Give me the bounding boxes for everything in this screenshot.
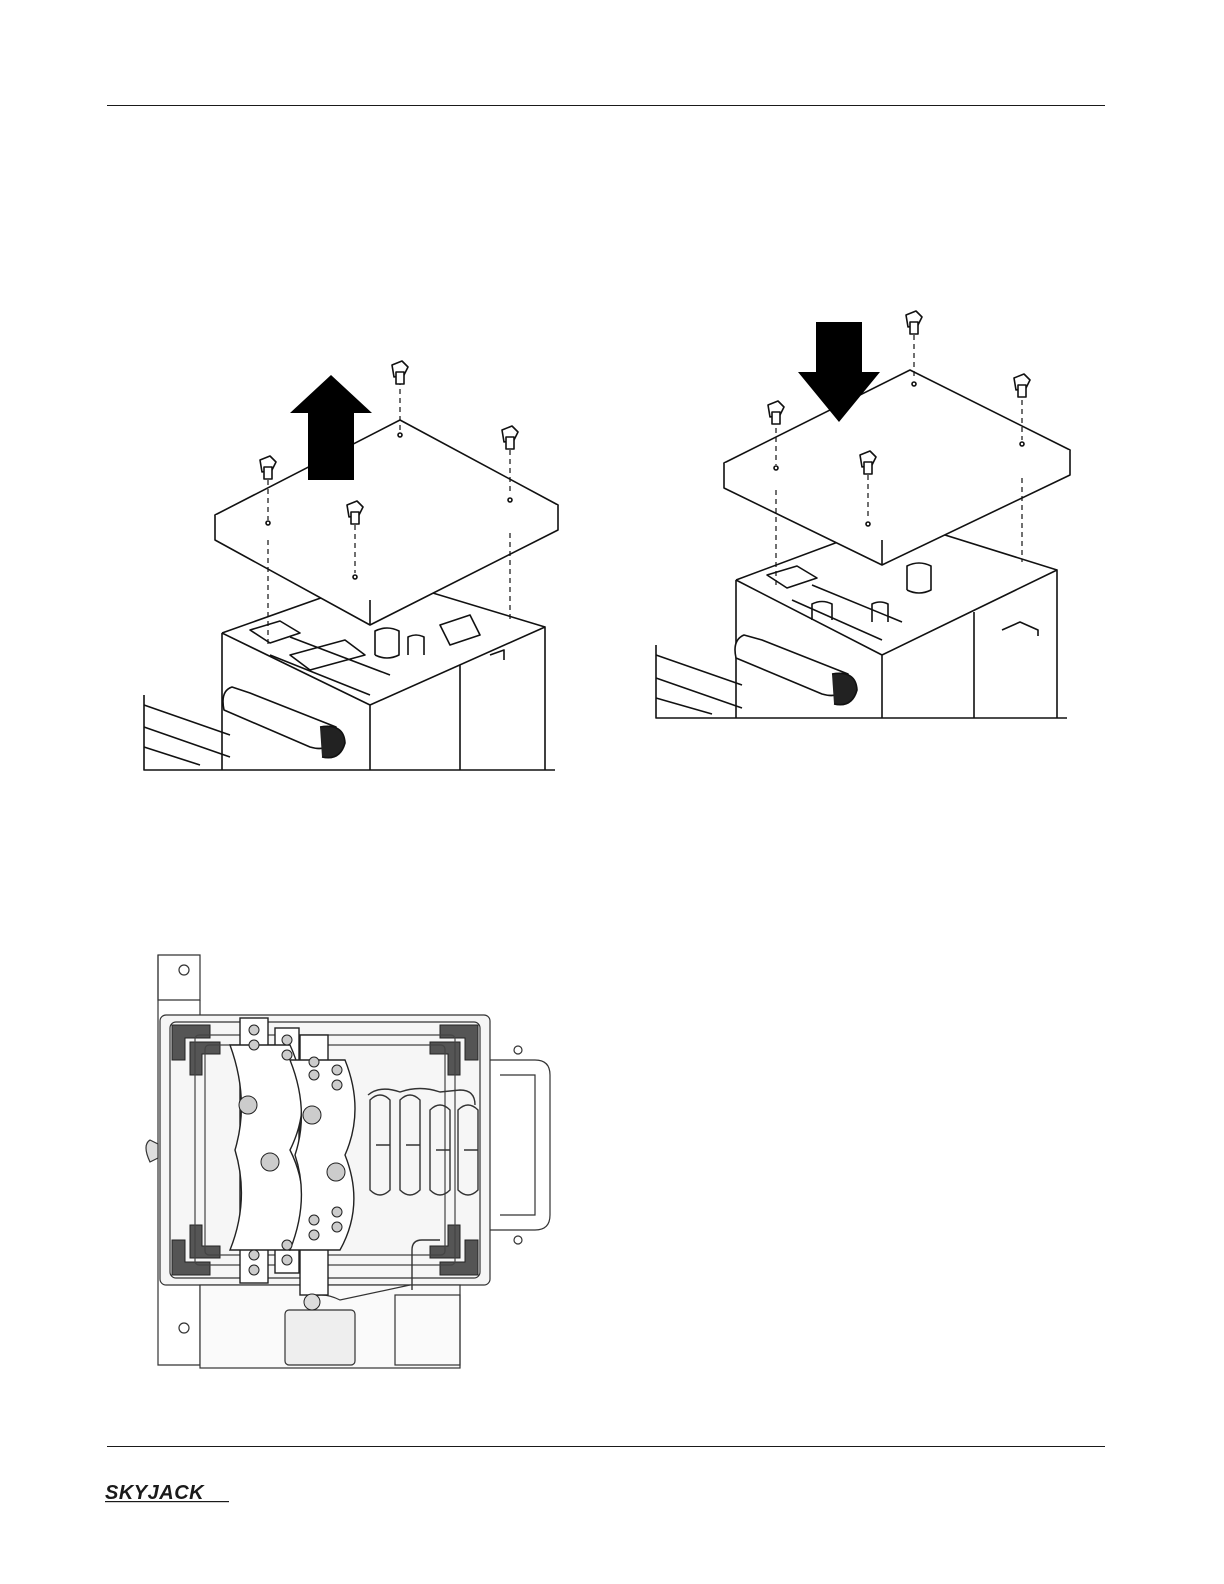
svg-text:SKYJACK: SKYJACK xyxy=(105,1482,205,1504)
skyjack-logo-icon: SKYJACK xyxy=(105,1478,235,1504)
battery-cover-install-illustration xyxy=(652,300,1072,725)
header-rule xyxy=(107,105,1105,106)
footer-rule xyxy=(107,1446,1105,1447)
figure-battery-cover-install xyxy=(652,300,1072,725)
contactor-assembly-illustration xyxy=(140,950,560,1375)
battery-cover-removal-illustration xyxy=(140,355,560,775)
skyjack-logo: SKYJACK xyxy=(105,1478,235,1504)
figure-contactor-top-view xyxy=(140,950,560,1375)
figure-battery-cover-removal xyxy=(140,355,560,775)
